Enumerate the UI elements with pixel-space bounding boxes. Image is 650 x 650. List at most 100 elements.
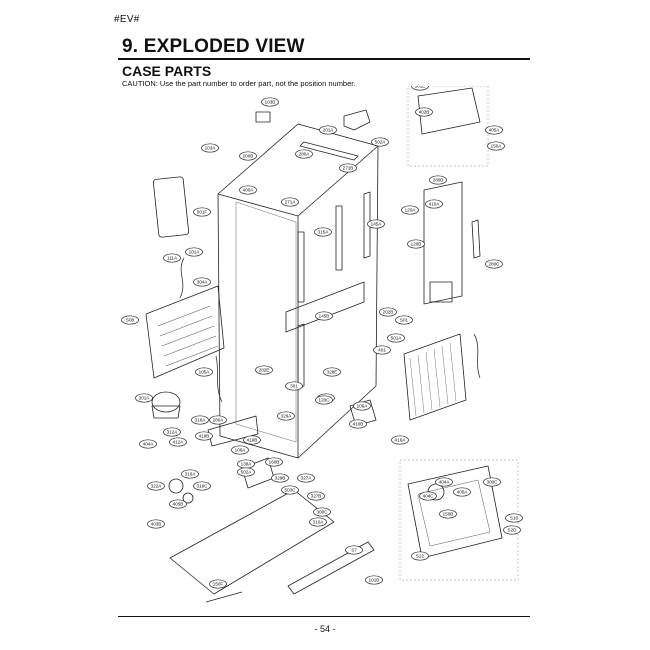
base-plate-rail: [287, 541, 375, 595]
callout-label: 401: [373, 345, 391, 355]
ice-housing-inner: [417, 479, 491, 547]
callout-label: 329A: [277, 411, 295, 421]
svg-text:103B: 103B: [265, 100, 276, 105]
svg-text:101B: 101B: [369, 578, 380, 583]
callout-label: 300C: [483, 477, 501, 487]
svg-text:501A: 501A: [391, 336, 403, 341]
callout-label: 150F: [209, 579, 227, 589]
document-tag: #EV#: [114, 14, 140, 25]
callout-label: 412A: [169, 437, 187, 447]
callout-label: S01: [395, 315, 413, 325]
callout-label: 106A: [231, 445, 249, 455]
svg-text:503C: 503C: [285, 488, 297, 493]
callout-label: S16: [505, 513, 523, 523]
callout-label: 501A: [387, 333, 405, 343]
callout-label: 502A: [371, 137, 389, 147]
svg-text:202B: 202B: [383, 310, 394, 315]
callout-label: 419B: [195, 431, 213, 441]
svg-text:322A: 322A: [151, 484, 163, 489]
callout-label: 404A: [139, 439, 157, 449]
svg-text:S22: S22: [416, 554, 425, 559]
svg-text:416A: 416A: [395, 438, 407, 443]
inner-rail-right: [335, 205, 343, 271]
callout-label: 301A: [135, 393, 153, 403]
parts-linework: [145, 86, 519, 603]
svg-text:106A: 106A: [235, 448, 247, 453]
svg-text:145A: 145A: [371, 222, 383, 227]
drain-hose: [215, 355, 223, 403]
svg-text:329B: 329B: [275, 476, 286, 481]
svg-text:282E: 282E: [259, 368, 270, 373]
svg-text:120A: 120A: [405, 208, 417, 213]
condenser-unit: [403, 333, 467, 421]
fan-shroud: [423, 181, 463, 305]
callout-label: 502A: [237, 467, 255, 477]
svg-text:304A: 304A: [197, 280, 209, 285]
callout-label: 404C: [419, 491, 437, 501]
svg-text:301: 301: [290, 384, 298, 389]
cabinet-outline: [217, 123, 379, 459]
svg-text:404A: 404A: [439, 480, 451, 485]
callout-label: S7: [345, 545, 363, 555]
callout-label: S2D: [503, 525, 521, 535]
svg-text:410A: 410A: [429, 202, 441, 207]
svg-text:160B: 160B: [269, 460, 280, 465]
svg-text:300C: 300C: [317, 510, 329, 515]
right-side-rail: [471, 219, 481, 259]
svg-text:410B: 410B: [353, 422, 364, 427]
callout-label: 400A: [239, 185, 257, 195]
svg-text:105A: 105A: [199, 370, 211, 375]
svg-text:200B: 200B: [243, 154, 254, 159]
svg-text:300C: 300C: [487, 480, 499, 485]
callout-label: 316C: [193, 481, 211, 491]
callout-label: 402B: [415, 107, 433, 117]
callout-label: 419B: [243, 435, 261, 445]
svg-text:138A: 138A: [241, 462, 253, 467]
inner-rail-lower: [297, 323, 305, 389]
top-bar: [299, 141, 359, 161]
callout-label: 120B: [407, 239, 425, 249]
svg-text:S16: S16: [510, 516, 519, 521]
svg-text:S08: S08: [126, 318, 135, 323]
compartment-divider: [285, 281, 365, 333]
callout-label: 101A: [185, 247, 203, 257]
callout-label: 405B: [169, 499, 187, 509]
callout-label: 271A: [281, 197, 299, 207]
callout-label: 410B: [349, 419, 367, 429]
caution-note: CAUTION: Use the part number to order pa…: [122, 79, 356, 88]
svg-text:145B: 145B: [319, 314, 330, 319]
cabinet-top-edge: [297, 145, 379, 217]
callout-label: 145B: [315, 311, 333, 321]
svg-text:201A: 201A: [323, 128, 335, 133]
callout-label: 111A: [163, 253, 181, 263]
callout-label: 403B: [147, 519, 165, 529]
back-cover-panel: [145, 285, 225, 379]
callout-label: 404A: [435, 477, 453, 487]
callout-label: 120C: [315, 395, 333, 405]
svg-text:310A: 310A: [313, 520, 325, 525]
svg-text:329A: 329A: [281, 414, 293, 419]
callout-label: 501E: [411, 86, 429, 91]
callout-label: 103A: [201, 143, 219, 153]
bottom-divider: [118, 616, 530, 617]
svg-text:271B: 271B: [343, 166, 354, 171]
water-line: [473, 333, 481, 379]
callout-label: 271B: [339, 163, 357, 173]
callout-label: 322A: [147, 481, 165, 491]
callout-label: 160B: [265, 457, 283, 467]
evaporator-cover: [417, 87, 481, 135]
svg-text:280C: 280C: [489, 262, 501, 267]
svg-text:280A: 280A: [213, 418, 225, 423]
callout-label: 200B: [239, 151, 257, 161]
svg-text:501F: 501F: [197, 210, 208, 215]
callout-label: 282E: [255, 365, 273, 375]
callout-label: 315A: [314, 227, 332, 237]
svg-text:328E: 328E: [327, 370, 338, 375]
ice-housing: [407, 465, 503, 559]
svg-text:120B: 120B: [411, 242, 422, 247]
callout-label: 280B: [429, 175, 447, 185]
callout-label: 150B: [439, 509, 457, 519]
top-bracket: [343, 109, 371, 131]
